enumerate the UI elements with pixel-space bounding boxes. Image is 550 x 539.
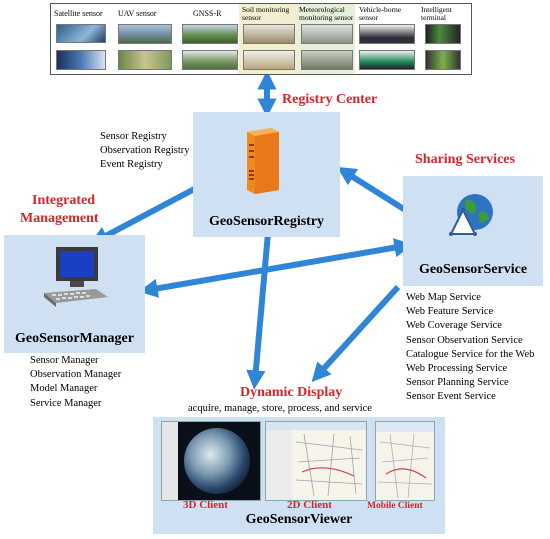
uav-photo-2 <box>118 50 172 70</box>
map-icon <box>294 432 364 498</box>
management-name: GeoSensorManager <box>15 331 134 346</box>
sensor-uav: UAV sensor <box>113 4 175 74</box>
list-item: Web Processing Service <box>406 363 508 375</box>
gnss-photo-2 <box>182 50 238 70</box>
sharing-heading: Sharing Services <box>415 152 515 167</box>
sensor-label: GNSS-R <box>193 9 222 18</box>
sharing-box: GeoSensorService <box>403 176 543 286</box>
vehicle-photo-2 <box>359 50 415 70</box>
list-item: Sensor Event Service <box>406 391 496 403</box>
sensor-soil: Soil monitoring sensor <box>239 4 297 74</box>
arrow-service-viewer <box>311 284 401 383</box>
registry-heading: Registry Center <box>282 92 378 107</box>
display-heading: Dynamic Display <box>240 385 343 400</box>
client-2d-label: 2D Client <box>287 499 332 511</box>
sensor-meteorological: Meteorological monitoring sensor <box>297 4 355 74</box>
meteorological-photo-2 <box>301 50 353 70</box>
terminal-photo-2 <box>425 50 461 70</box>
sensor-label: UAV sensor <box>118 9 157 18</box>
management-heading: Integrated Management <box>20 192 99 228</box>
arrow-service-registry <box>336 166 412 216</box>
management-heading-line1: Integrated <box>32 193 95 208</box>
client-3d-screenshot <box>161 421 261 501</box>
list-item: Sensor Observation Service <box>406 334 523 346</box>
list-item: Sensor Planning Service <box>406 377 509 389</box>
sensor-label: Soil monitoring sensor <box>242 5 290 22</box>
list-item: Observation Registry <box>100 145 190 157</box>
registry-box: GeoSensorRegistry <box>193 112 340 237</box>
management-item-list: Sensor Manager Observation Manager Model… <box>30 354 121 411</box>
client-2d-screenshot <box>265 421 367 501</box>
sharing-name: GeoSensorService <box>418 262 528 277</box>
arrow-registry-viewer <box>246 232 271 390</box>
list-item: Model Manager <box>30 383 98 395</box>
meteorological-photo <box>301 24 353 44</box>
list-item: Web Map Service <box>406 292 481 303</box>
registry-name: GeoSensorRegistry <box>208 214 325 229</box>
list-item: Observation Manager <box>30 369 122 381</box>
sensor-label: Vehicle-borne sensor <box>359 5 402 22</box>
management-box: GeoSensorManager <box>4 235 145 353</box>
sensor-label: Satellite sensor <box>54 9 103 18</box>
soil-photo-2 <box>243 50 295 70</box>
list-item: Catalogue Service for the Web <box>406 348 535 360</box>
sensor-label: Intelligent terminal <box>421 5 452 22</box>
display-box: 3D Client 2D Client Mobile Client GeoSen… <box>153 417 445 534</box>
sensor-strip: Satellite sensor UAV sensor GNSS-R Soil … <box>50 3 472 75</box>
list-item: Service Manager <box>30 397 102 409</box>
vehicle-photo <box>359 24 415 44</box>
mobile-map-icon <box>376 422 434 499</box>
list-item: Sensor Manager <box>30 355 99 366</box>
list-item: Event Registry <box>100 159 163 171</box>
globe-network-icon <box>449 194 493 236</box>
list-item: Web Feature Service <box>406 306 494 318</box>
globe-icon <box>184 428 250 494</box>
registry-item-list: Sensor Registry Observation Registry Eve… <box>100 130 190 173</box>
computer-icon <box>44 247 108 307</box>
arrow-registry-manager <box>89 183 202 245</box>
satellite-photo <box>56 24 106 43</box>
client-mobile-label: Mobile Client <box>367 501 423 511</box>
uav-photo <box>118 24 172 44</box>
sensor-gnss-r: GNSS-R <box>179 4 239 74</box>
list-item: Sensor Registry <box>100 131 167 142</box>
arrow-manager-service <box>138 238 414 298</box>
management-heading-line2: Management <box>20 211 99 226</box>
client-mobile-screenshot <box>375 421 435 501</box>
satellite-photo-2 <box>56 50 106 70</box>
list-item: Web Coverage Service <box>406 320 502 332</box>
sharing-item-list: Web Map Service Web Feature Service Web … <box>406 291 534 405</box>
client-3d-label: 3D Client <box>183 499 228 511</box>
server-icon <box>247 128 279 194</box>
gnss-photo <box>182 24 238 44</box>
sensor-vehicle-borne: Vehicle-borne sensor <box>355 4 417 74</box>
soil-photo <box>243 24 295 44</box>
sensor-intelligent-terminal: Intelligent terminal <box>417 4 471 74</box>
display-subtitle: acquire, manage, store, process, and ser… <box>188 403 372 414</box>
display-name: GeoSensorViewer <box>245 512 353 527</box>
terminal-photo <box>425 24 461 44</box>
sensor-label: Meteorological monitoring sensor <box>299 5 354 22</box>
sensor-satellite: Satellite sensor <box>51 4 111 74</box>
